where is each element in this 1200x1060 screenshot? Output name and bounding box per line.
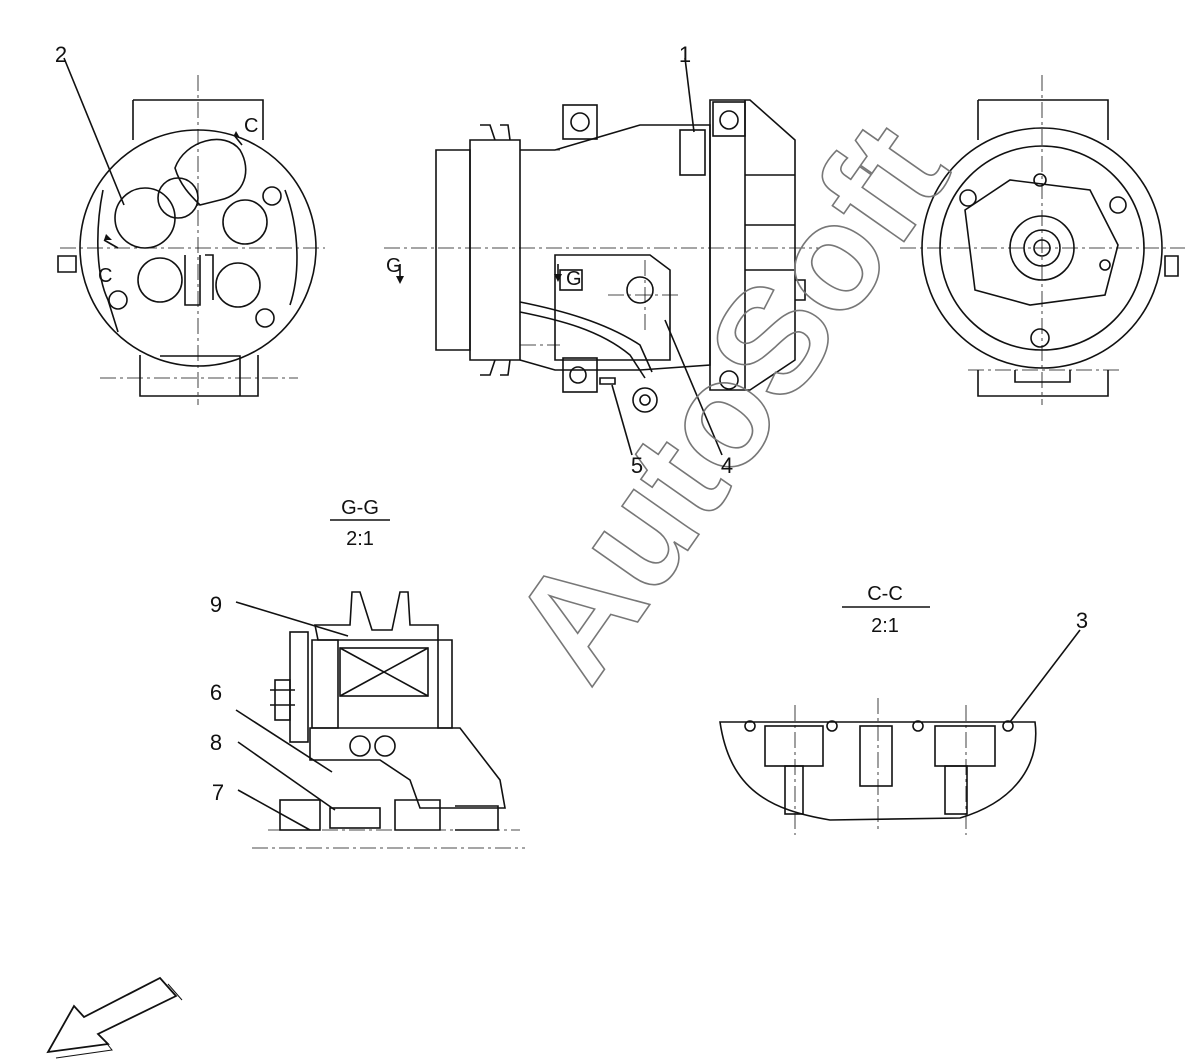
callout-5: 5: [631, 453, 643, 478]
section-marker-g-right: G: [566, 268, 582, 290]
watermark: AutoSoft: [478, 93, 980, 710]
callout-6: 6: [210, 680, 222, 705]
section-cc-scale: 2:1: [871, 615, 899, 637]
right-front-view: [900, 75, 1185, 405]
callout-2: 2: [55, 42, 67, 67]
callout-3: 3: [1076, 608, 1088, 633]
section-gg-name: G-G: [341, 497, 379, 519]
section-gg-detail: [235, 519, 525, 849]
left-rear-view: [57, 57, 325, 405]
callout-1: 1: [679, 42, 691, 67]
section-cc-name: C-C: [867, 583, 903, 605]
callout-8: 8: [210, 730, 222, 755]
section-marker-g-left: G: [386, 255, 402, 277]
callout-7: 7: [212, 780, 224, 805]
callout-9: 9: [210, 592, 222, 617]
section-marker-c-left: C: [98, 265, 112, 287]
arrow-down-left-icon[interactable]: [46, 976, 183, 1059]
section-gg-scale: 2:1: [346, 528, 374, 550]
callout-4: 4: [721, 453, 733, 478]
watermark-text: AutoSoft: [479, 93, 980, 708]
section-cc-detail: [719, 606, 1081, 835]
section-marker-c-top: C: [244, 115, 258, 137]
center-side-view: [384, 57, 820, 456]
